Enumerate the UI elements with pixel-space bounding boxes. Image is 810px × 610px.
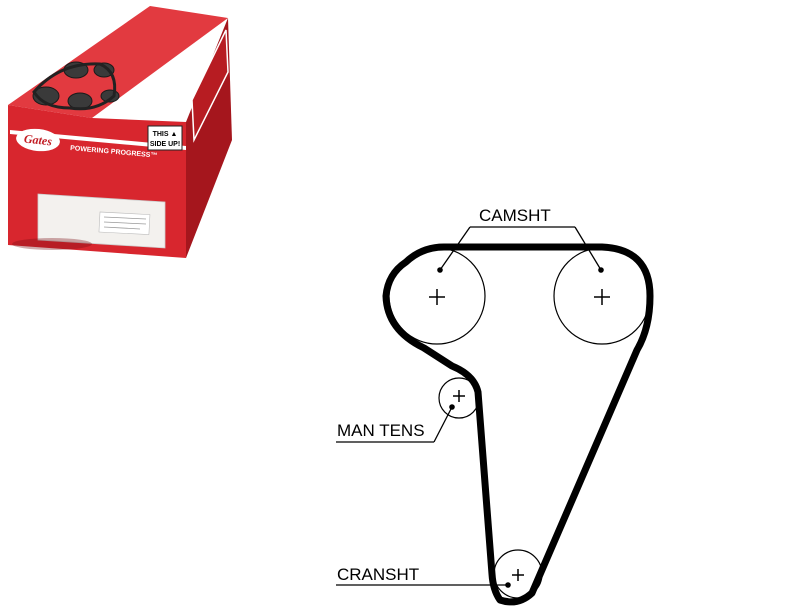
- pulley-center-marks: [429, 289, 610, 581]
- side-up-line1: THIS ▲: [153, 131, 178, 138]
- crankshaft-label: CRANSHT: [337, 565, 419, 584]
- camshaft-leader-dot-right: [598, 267, 604, 273]
- gates-product-box: Gates POWERING PROGRESS™ THIS ▲ SIDE UP!: [8, 6, 232, 258]
- timing-belt: [382, 243, 654, 606]
- tensioner-leader: [336, 406, 453, 443]
- camshaft-leader-dot-left: [437, 267, 443, 273]
- gates-logo: Gates: [16, 128, 60, 152]
- label-lines: [103, 216, 147, 230]
- tensioner-label: MAN TENS: [337, 421, 425, 440]
- box-side-panel: [191, 29, 229, 143]
- tensioner-leader-dot: [449, 404, 455, 410]
- side-up-sticker: [147, 125, 183, 151]
- camshaft-leader: [439, 226, 602, 271]
- box-corner-shadow: [12, 238, 92, 250]
- crankshaft-leader-dot: [505, 582, 511, 588]
- side-up-line2: SIDE UP!: [150, 141, 180, 148]
- box-top-face: [8, 6, 228, 118]
- camshaft-label: CAMSHT: [479, 206, 551, 225]
- belt-illustration: [32, 62, 117, 111]
- gates-logo-text: Gates: [23, 132, 53, 149]
